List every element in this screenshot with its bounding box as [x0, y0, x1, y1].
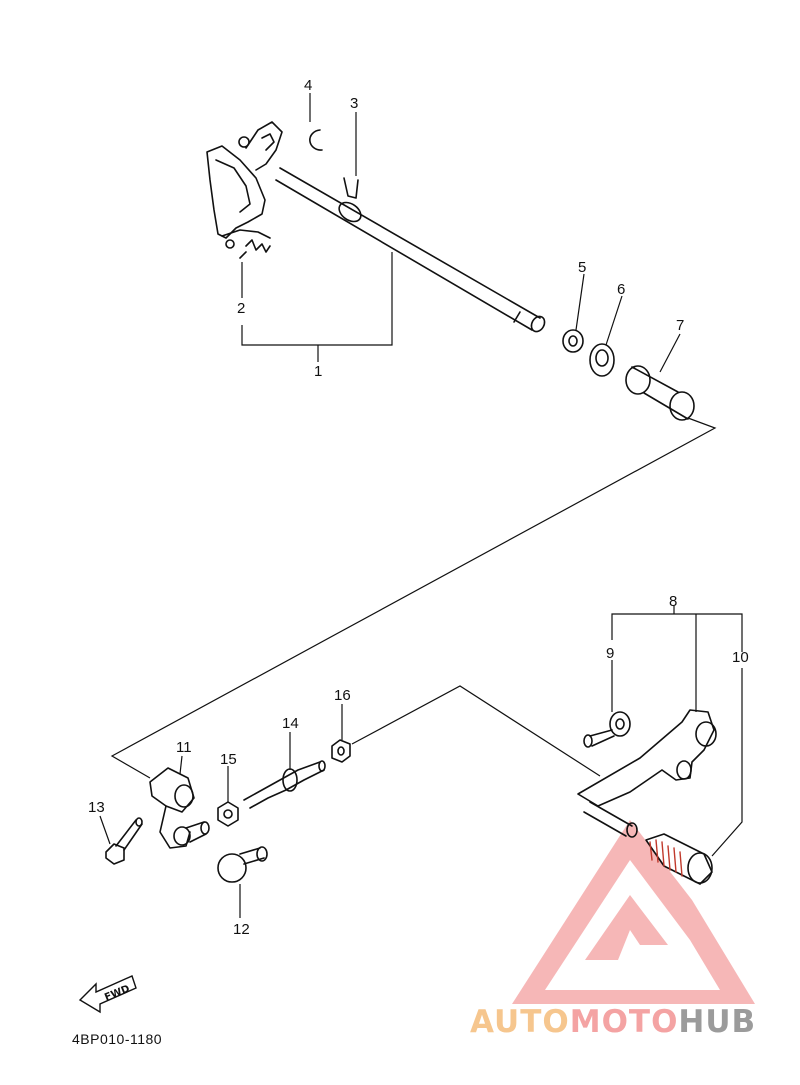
- callout-labels: 1 2 3 4 5 6 7 8 9 10 11 12 13 14 15 16: [88, 77, 749, 938]
- lever-icon: [149, 767, 210, 849]
- callout-9: 9: [606, 645, 614, 662]
- nut-icon: [217, 801, 239, 827]
- callout-6: 6: [617, 281, 625, 298]
- oil-seal-icon: [589, 343, 615, 377]
- callout-10: 10: [732, 649, 749, 666]
- pedal-rubber-icon: [645, 833, 713, 885]
- washer-icon: [562, 329, 584, 353]
- callout-16: 16: [334, 687, 351, 704]
- watermark-part-moto: MOTO: [569, 1004, 679, 1040]
- sleeve-icon: [625, 365, 695, 421]
- callout-12: 12: [233, 921, 250, 938]
- watermark-logo-icon: [512, 820, 755, 1004]
- stud-bolt-icon: [243, 760, 326, 809]
- callout-5: 5: [578, 259, 586, 276]
- bolt-icon: [105, 817, 143, 865]
- callout-3: 3: [350, 95, 358, 112]
- leader-lines: [99, 93, 743, 918]
- shift-shaft-assembly: [206, 121, 546, 333]
- forward-arrow-icon: FWD: [78, 975, 137, 1014]
- callout-4: 4: [304, 77, 312, 94]
- callout-15: 15: [220, 751, 237, 768]
- watermark-part-hub: HUB: [678, 1004, 757, 1040]
- callout-1: 1: [314, 363, 322, 380]
- shift-pedal-assembly: [577, 709, 717, 838]
- drawing-code: 4BP010-1180: [72, 1031, 163, 1047]
- callout-7: 7: [676, 317, 684, 334]
- callout-14: 14: [282, 715, 299, 732]
- watermark-part-auto: AUTO: [470, 1004, 570, 1040]
- ball-joint-icon: [217, 846, 268, 883]
- callout-11: 11: [176, 739, 192, 756]
- callout-8: 8: [669, 593, 677, 610]
- nut-icon: [331, 739, 351, 763]
- circlip-icon: [309, 129, 323, 151]
- callout-13: 13: [88, 799, 105, 816]
- watermark-brand: AUTOMOTOHUB: [470, 1004, 756, 1040]
- callout-2: 2: [237, 300, 245, 317]
